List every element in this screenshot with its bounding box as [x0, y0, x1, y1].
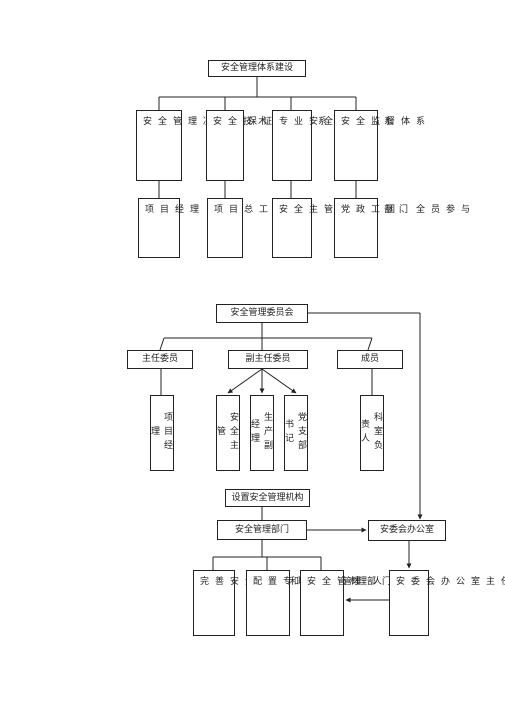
owner-label-4: 党政工团、全员参与	[341, 205, 477, 215]
owner-node-3: 安全主管、安全部门	[272, 198, 408, 258]
setup-label: 设置安全管理机构	[231, 492, 304, 503]
role-node-members: 成员	[337, 350, 403, 369]
owner-node-1: 项目经理	[138, 198, 206, 258]
owner-label-2: 项目总工为首	[214, 205, 305, 215]
system-label-2: 安全技术保障体系	[213, 116, 327, 129]
task-label-1: 完善安全装备和办公器材	[200, 576, 359, 589]
committee-label: 安全管理委员会	[230, 308, 294, 318]
office-node: 安委会办公室	[368, 520, 446, 541]
role-label-deputy: 副主任委员	[245, 354, 291, 364]
role-label-members: 成员	[360, 354, 379, 364]
role-node-deputy: 副主任委员	[228, 350, 308, 369]
task-node-1: 完善安全装备和办公器材	[193, 570, 359, 636]
office-head-node: 安委会办公室主任	[389, 570, 505, 636]
system-node-2: 安全技术保障体系	[206, 110, 327, 181]
owner-node-2: 项目总工为首	[207, 198, 305, 258]
system-node-1: 安全管理决策、保证体系	[136, 110, 302, 181]
system-label-3: 专业安全监督体系	[279, 116, 393, 129]
deputy-node-1: 安全主管	[215, 395, 240, 471]
members-node: 科室负责人	[359, 395, 384, 471]
setup-node: 设置安全管理机构	[225, 489, 310, 507]
director-label: 项目经理	[149, 412, 172, 454]
deputy-label-1: 安全主管	[215, 412, 238, 454]
office-head-label: 安委会办公室主任	[396, 577, 505, 587]
dept-label: 安全管理部门	[234, 524, 289, 535]
deputy-label-2: 生产副经理	[249, 412, 272, 454]
director-node: 项目经理	[149, 395, 174, 471]
owner-node-4: 党政工团、全员参与	[334, 198, 477, 258]
dept-node: 安全管理部门	[217, 520, 307, 540]
task-node-2: 配置专职安全管理人员	[246, 570, 397, 636]
task-label-3: 安全管理部门领导	[307, 577, 428, 587]
role-label-director: 主任委员	[141, 354, 178, 364]
deputy-label-3: 党支部书记	[283, 412, 306, 454]
committee-node: 安全管理委员会	[216, 304, 308, 323]
role-node-director: 主任委员	[127, 350, 193, 369]
system-node-4: 安全监督体系	[334, 110, 432, 181]
deputy-node-2: 生产副经理	[249, 395, 274, 471]
members-label: 科室负责人	[359, 412, 382, 454]
deputy-node-3: 党支部书记	[283, 395, 308, 471]
root-label: 安全管理体系建设	[220, 63, 293, 73]
task-label-2: 配置专职安全管理人员	[253, 576, 397, 589]
owner-label-3: 安全主管、安全部门	[279, 204, 408, 217]
system-label-1: 安全管理决策、保证体系	[143, 116, 302, 129]
system-node-3: 专业安全监督体系	[272, 110, 393, 181]
office-label: 安委会办公室	[379, 525, 434, 535]
system-label-4: 安全监督体系	[341, 117, 432, 127]
root-node: 安全管理体系建设	[208, 60, 306, 77]
task-node-3: 安全管理部门领导	[300, 570, 428, 636]
owner-label-1: 项目经理	[145, 205, 206, 215]
